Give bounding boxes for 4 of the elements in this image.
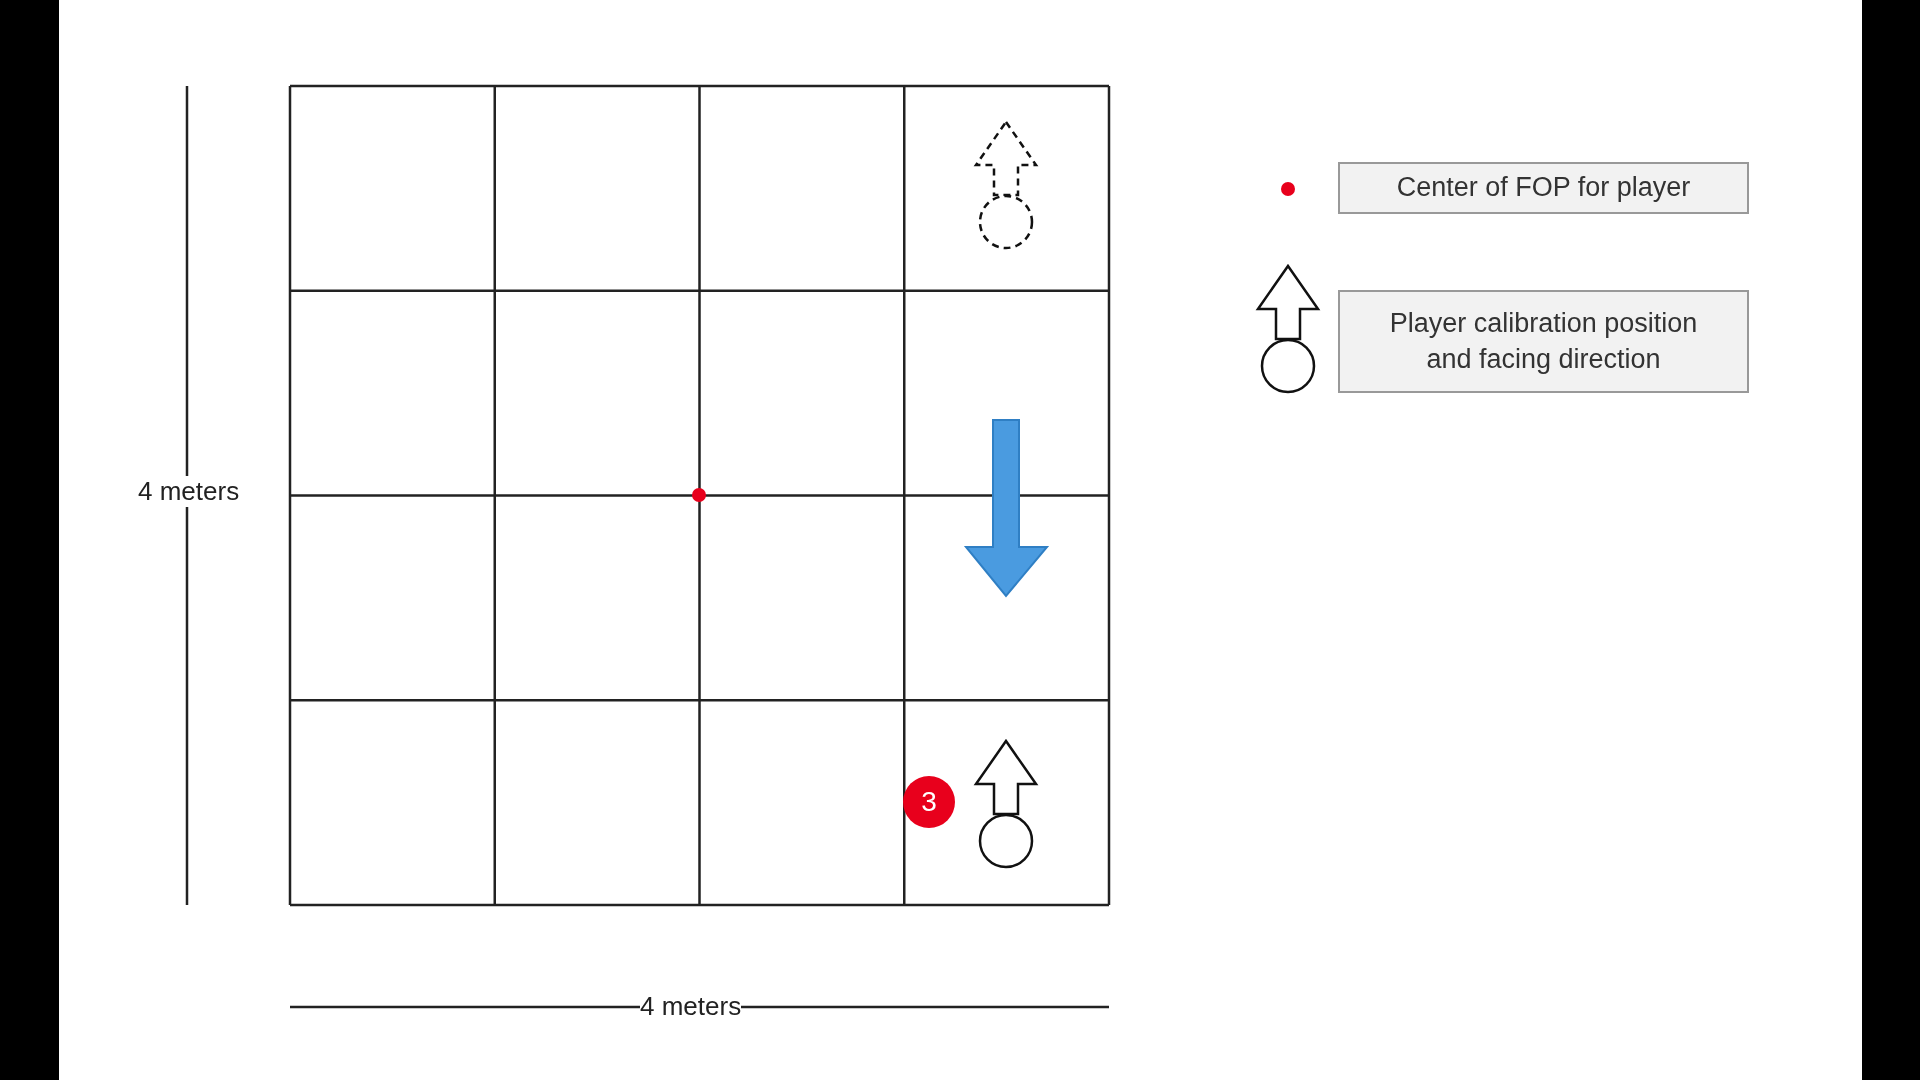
dimension-label: 4 meters xyxy=(138,476,240,508)
legend-label: Player calibration position and facing direction xyxy=(1338,290,1749,393)
step-number: 3 xyxy=(903,776,955,828)
legend-label: Center of FOP for player xyxy=(1338,162,1749,214)
